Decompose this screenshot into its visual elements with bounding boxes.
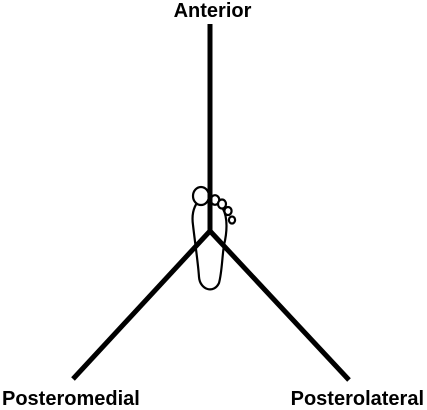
posteromedial-label: Posteromedial bbox=[2, 388, 140, 410]
anterior-label: Anterior bbox=[173, 0, 252, 22]
reach-lines bbox=[71, 24, 351, 382]
posterolateral-label: Posterolateral bbox=[290, 388, 424, 410]
posterolateral-reach-line bbox=[208, 229, 351, 382]
foot-outline-icon bbox=[191, 185, 237, 291]
posteromedial-reach-line bbox=[71, 229, 212, 381]
